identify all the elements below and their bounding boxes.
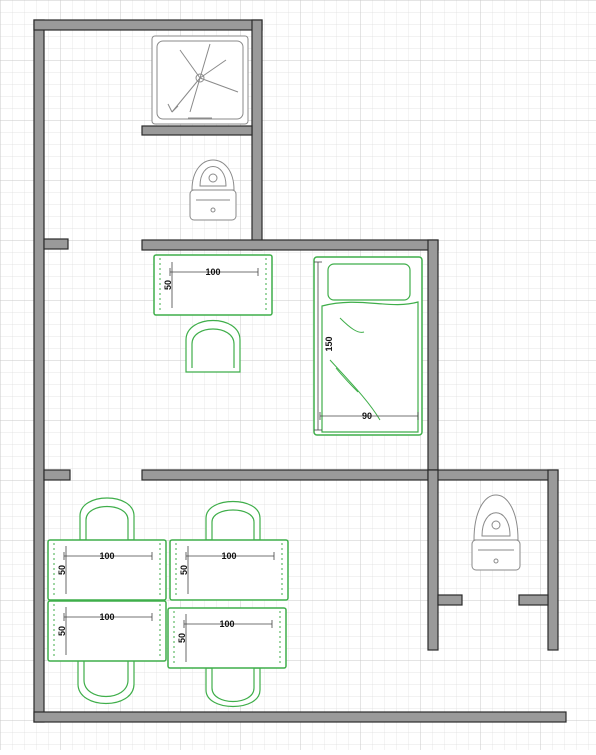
desk-3-width-label: 100 bbox=[221, 551, 236, 561]
bed-pillow bbox=[327, 263, 411, 301]
desk-1-width-label: 100 bbox=[205, 267, 220, 277]
desk-3: 100 50 bbox=[169, 539, 289, 601]
desk-5: 100 50 bbox=[167, 607, 287, 669]
wall-right-room-right bbox=[547, 469, 559, 651]
wall-stub-left-upper bbox=[43, 238, 69, 250]
wall-bathroom-right bbox=[251, 19, 263, 251]
desk-5-depth-label: 50 bbox=[177, 633, 187, 643]
wall-stub-right-room-a bbox=[437, 594, 463, 606]
desk-4-top bbox=[47, 600, 167, 662]
desk-3-top bbox=[169, 539, 289, 601]
wall-stub-right-room-b bbox=[518, 594, 549, 606]
wall-shower-bottom bbox=[141, 125, 253, 136]
desk-1-depth-label: 50 bbox=[163, 280, 173, 290]
wall-middle bbox=[141, 469, 439, 481]
chair-icon-upper bbox=[185, 320, 241, 373]
desk-5-width-label: 100 bbox=[219, 619, 234, 629]
wall-stub-left-lower bbox=[43, 469, 71, 481]
desk-2: 100 50 bbox=[47, 539, 167, 601]
chair-icon-bottom-4 bbox=[205, 667, 261, 708]
desk-4-width-label: 100 bbox=[99, 612, 114, 622]
walls bbox=[33, 19, 567, 723]
bed-icon: 150 90 bbox=[313, 256, 423, 436]
chair-icon-bottom-3 bbox=[77, 659, 135, 704]
wall-left bbox=[33, 19, 45, 723]
wall-upper-room-top bbox=[141, 239, 439, 251]
wall-bottom bbox=[33, 711, 567, 723]
desk-1-top bbox=[153, 254, 273, 316]
desk-4-depth-label: 50 bbox=[57, 626, 67, 636]
shower-icon bbox=[151, 35, 249, 125]
desk-5-top bbox=[167, 607, 287, 669]
desk-1: 100 50 bbox=[153, 254, 273, 316]
wall-right-room-left bbox=[427, 469, 439, 651]
wall-top bbox=[33, 19, 263, 31]
desk-4: 100 50 bbox=[47, 600, 167, 662]
toilet-icon-bathroom bbox=[189, 159, 237, 221]
bed-width-label: 90 bbox=[362, 411, 372, 421]
toilet-icon-right-room bbox=[471, 494, 521, 571]
wall-bedroom-right bbox=[427, 239, 439, 481]
desk-2-width-label: 100 bbox=[99, 551, 114, 561]
desk-2-depth-label: 50 bbox=[57, 565, 67, 575]
wall-right-room-top bbox=[427, 469, 559, 481]
chair-icon-bottom-1 bbox=[79, 497, 135, 541]
desk-3-depth-label: 50 bbox=[179, 565, 189, 575]
bed-length-label: 150 bbox=[324, 336, 334, 351]
desk-2-top bbox=[47, 539, 167, 601]
chair-icon-bottom-2 bbox=[205, 500, 261, 541]
